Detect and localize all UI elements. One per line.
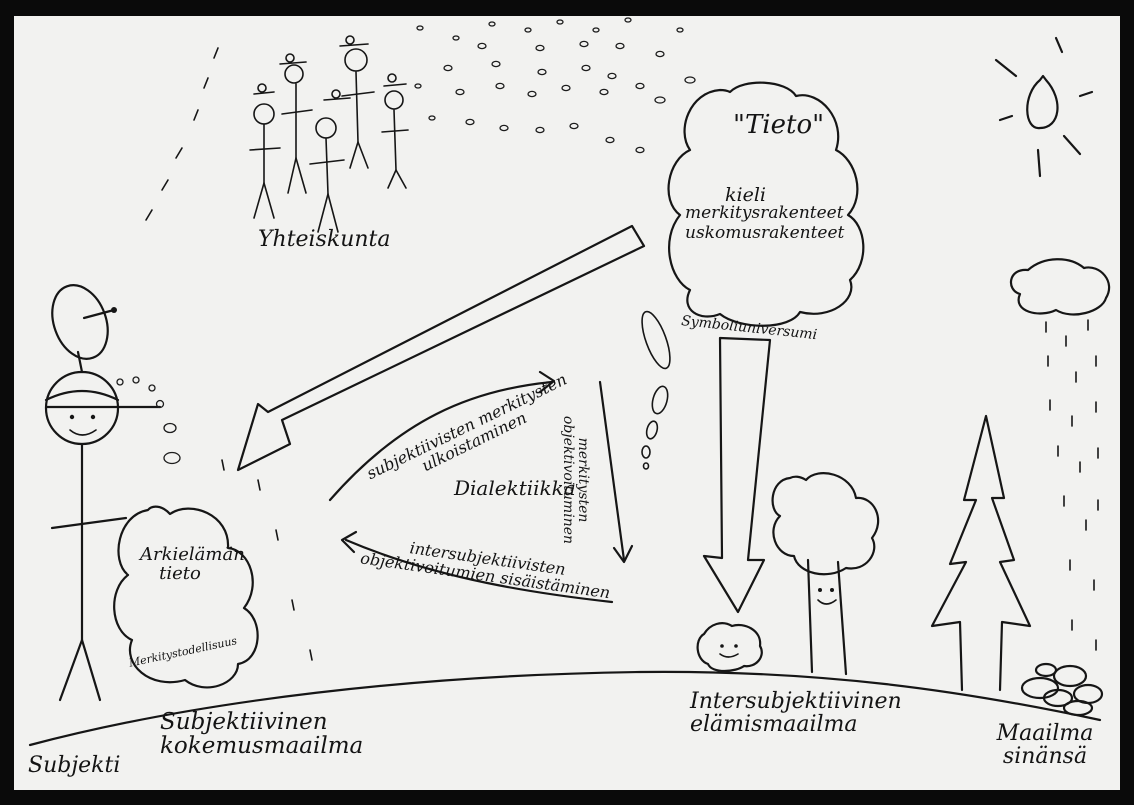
dialectic-label: Dialektiikka [454,476,576,500]
cloud-thought-bubbles [641,310,671,470]
satellite-dish-icon [51,284,117,374]
knowledge-to-subject-arrow [236,224,646,472]
subject-figure-icon [44,370,162,702]
language-label: kieli [725,184,766,206]
weather-cloud-icon [1010,258,1111,316]
society-subject-dashed-arc [145,47,313,661]
world-in-itself-label: Maailma sinänsä [996,721,1094,770]
rain-icon [1045,319,1099,651]
society-label: Yhteiskunta [258,227,391,252]
externalization-arrow [328,380,554,502]
externalization-arrowhead [538,370,556,394]
subjective-world-label: Subjektiivinen kokemusmaailma [160,709,364,760]
objectivation-arrowhead [612,544,634,564]
objectivation-label: merkitysten objektivoituminen [560,415,591,545]
meaning-structures-label: merkitysrakenteet [685,203,844,223]
deciduous-tree-icon [771,472,880,676]
society-knowledge-dot-trail [414,17,696,154]
everyday-knowledge-label: Arkielämän tieto [140,544,245,584]
sun-icon [994,36,1094,178]
belief-structures-label: uskomusrakenteet [685,223,845,243]
subject-thought-dots [116,376,181,465]
knowledge-cloud [667,81,865,327]
bush-icon [696,622,763,673]
knowledge-cloud-title: "Tieto" [733,110,825,140]
internalization-arrowhead [340,530,358,554]
rocks-icon [1020,662,1104,717]
society-people-icon [249,35,409,233]
internalization-arrow [344,538,614,604]
subject-label: Subjekti [28,753,121,778]
pine-tree-icon [930,414,1032,692]
paper-sheet [14,16,1120,790]
objectivation-arrow [598,380,626,562]
everyday-knowledge-cloud [113,505,259,689]
horizon-line [28,670,1102,747]
knowledge-to-world-arrow [702,336,772,614]
intersubjective-world-label: Intersubjektiivinen elämismaailma [690,689,902,738]
